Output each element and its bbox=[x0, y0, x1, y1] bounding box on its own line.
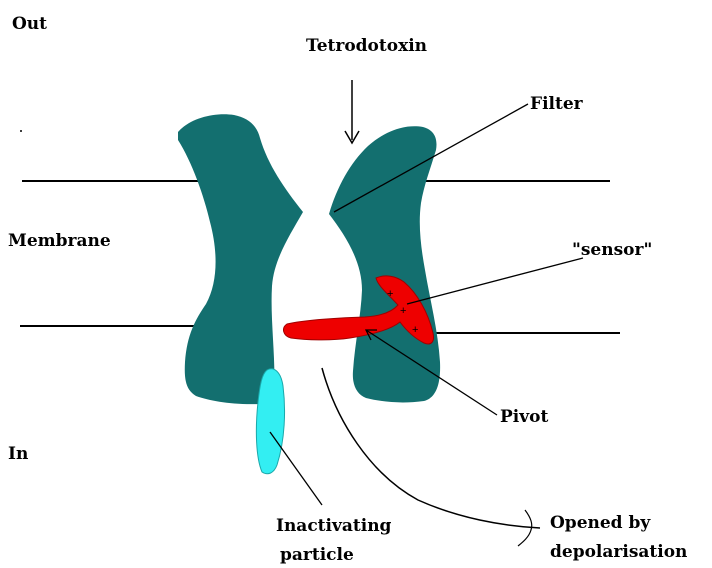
label-inactivating-line2: particle bbox=[280, 545, 354, 565]
channel-subunit-right bbox=[329, 126, 440, 402]
sensor-pointer-line bbox=[407, 258, 583, 304]
sensor-charge-3: + bbox=[412, 324, 418, 336]
label-opened-line2: depolarisation bbox=[550, 542, 687, 562]
label-tetrodotoxin: Tetrodotoxin bbox=[306, 36, 427, 56]
channel-subunit-left bbox=[178, 114, 303, 404]
label-in: In bbox=[8, 444, 28, 464]
sensor-charge-2: + bbox=[400, 305, 406, 317]
inactivating-particle bbox=[256, 369, 284, 474]
label-sensor: "sensor" bbox=[572, 240, 652, 260]
inactivating-pointer-line bbox=[270, 432, 322, 505]
stray-dot bbox=[20, 130, 22, 132]
label-filter: Filter bbox=[530, 94, 583, 114]
label-out: Out bbox=[12, 14, 47, 34]
label-membrane: Membrane bbox=[8, 231, 111, 251]
label-inactivating-line1: Inactivating bbox=[276, 516, 391, 536]
label-pivot: Pivot bbox=[500, 407, 548, 427]
label-opened-line1: Opened by bbox=[550, 513, 650, 533]
sensor-charge-1: + bbox=[387, 288, 393, 300]
